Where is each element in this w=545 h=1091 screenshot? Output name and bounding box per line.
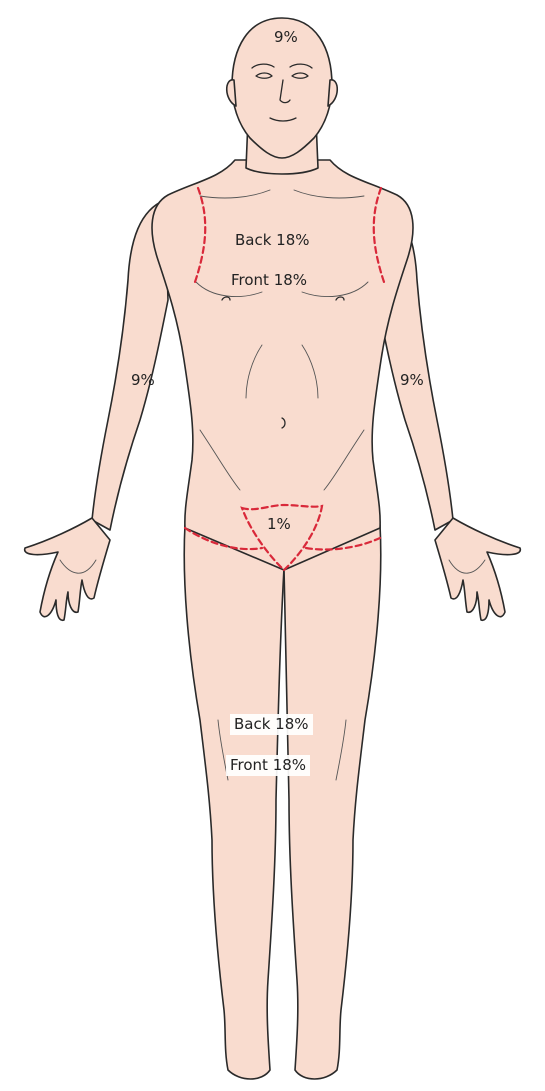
right-leg	[184, 525, 284, 1079]
right-ear	[227, 80, 236, 106]
leg-back-label: Back 18%	[230, 714, 313, 735]
right-arm-percentage-label: 9%	[131, 373, 155, 388]
left-arm-percentage-label: 9%	[400, 373, 424, 388]
left-leg	[284, 525, 381, 1079]
left-ear	[328, 80, 337, 106]
genital-percentage-label: 1%	[267, 517, 291, 532]
torso-front-label: Front 18%	[231, 273, 307, 288]
leg-front-label: Front 18%	[226, 755, 310, 776]
torso-back-label: Back 18%	[235, 233, 310, 248]
head-percentage-label: 9%	[274, 30, 298, 45]
